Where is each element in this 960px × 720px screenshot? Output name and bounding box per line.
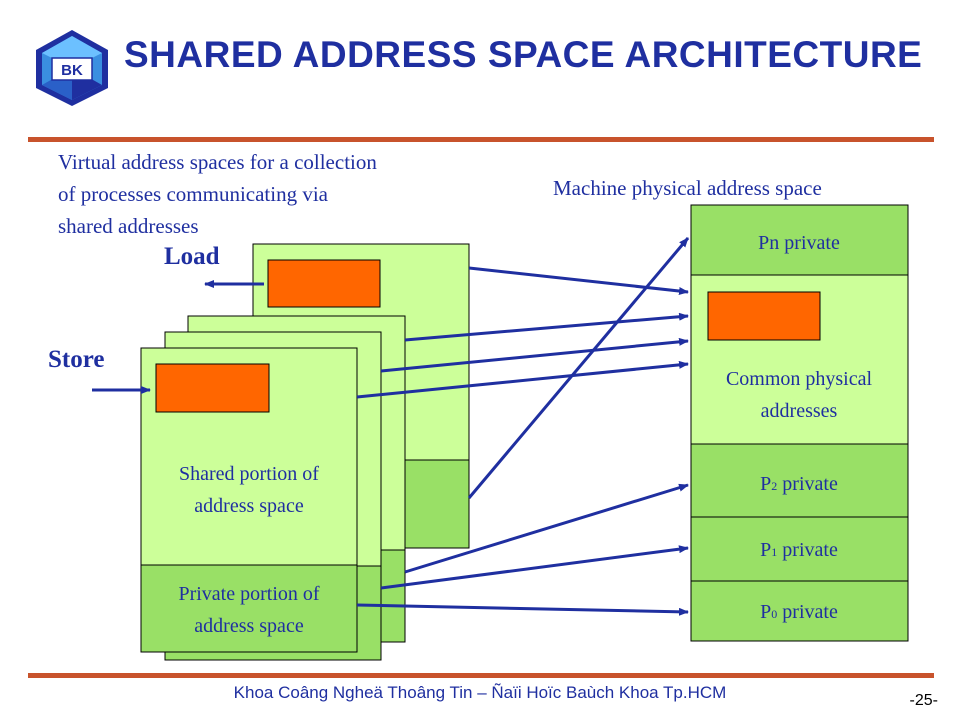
p0-private-label: P0 private <box>760 601 838 623</box>
p1-private-label: P1 private <box>760 539 838 561</box>
p2-private-region <box>690 443 909 518</box>
mapping-arrows <box>356 237 690 616</box>
shared-portion-label-1: Shared portion of <box>179 463 319 485</box>
load-label: Load <box>164 243 220 270</box>
arrow-shared-box4 <box>468 266 689 295</box>
arrow-shared-box2 <box>380 337 689 373</box>
arrow-private-p0 <box>356 603 689 616</box>
arrow-shared-box1 <box>356 360 689 399</box>
arrow-private-pn <box>467 237 690 499</box>
common-label-1: Common physical <box>726 368 873 390</box>
arrow-private-p2 <box>404 483 689 574</box>
page-title: SHARED ADDRESS SPACE ARCHITECTURE <box>124 34 923 75</box>
arrow-private-p1 <box>380 545 689 590</box>
bottom-divider <box>28 673 934 678</box>
store-label: Store <box>48 346 104 373</box>
shared-block-1 <box>155 363 270 413</box>
logo-text: BK <box>61 62 83 79</box>
common-shared-block <box>707 291 821 341</box>
arrow-shared-box3 <box>404 312 689 342</box>
shared-portion-label-2: address space <box>194 495 304 517</box>
private-portion-label-2: address space <box>194 615 304 637</box>
footer-text: Khoa Coâng Ngheä Thoâng Tin – Ñaïi Hoïc … <box>233 683 727 702</box>
machine-caption: Machine physical address space <box>553 176 822 200</box>
private-portion-label-1: Private portion of <box>178 583 319 605</box>
shared-block-4 <box>267 259 381 308</box>
p1-private-region <box>690 516 909 582</box>
virtual-space-box-1: Shared portion of address space Private … <box>140 347 358 653</box>
virtual-caption-line2: of processes communicating via <box>58 182 329 206</box>
p0-private-region <box>690 580 909 642</box>
bk-logo: BK <box>36 30 108 106</box>
p2-private-label: P2 private <box>760 473 838 495</box>
pn-private-region <box>690 204 909 276</box>
physical-address-space: Pn private Common physical addresses P2 … <box>690 204 909 642</box>
top-divider <box>28 137 934 142</box>
common-label-2: addresses <box>761 400 838 422</box>
pn-private-label: Pn private <box>758 232 840 254</box>
virtual-caption-line1: Virtual address spaces for a collection <box>58 150 377 174</box>
virtual-caption-line3: shared addresses <box>58 214 199 238</box>
page-number: -25- <box>909 692 938 709</box>
